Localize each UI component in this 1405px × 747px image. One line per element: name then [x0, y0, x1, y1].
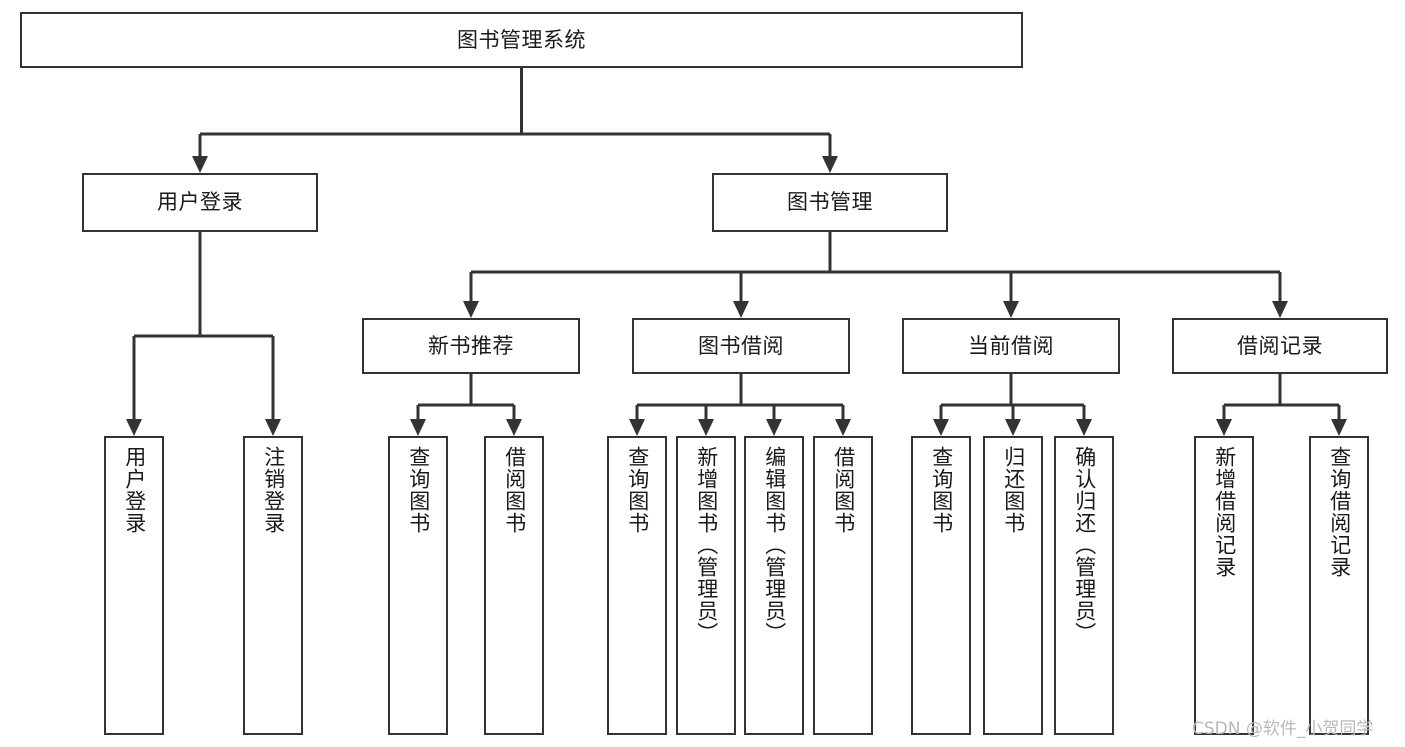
node-leaf_confirm_return[interactable]: 确认归还（管理员）: [1054, 436, 1114, 735]
node-user_login[interactable]: 用户登录: [82, 173, 318, 232]
node-leaf_borrow_book_1[interactable]: 借阅图书: [484, 436, 544, 735]
node-label: 借阅记录: [1237, 333, 1323, 358]
node-label: 归还图书: [1001, 446, 1026, 534]
node-label: 查询图书: [625, 446, 650, 534]
node-leaf_query_book_2[interactable]: 查询图书: [607, 436, 667, 735]
node-label: 图书借阅: [698, 333, 784, 358]
node-borrow_record[interactable]: 借阅记录: [1172, 318, 1388, 374]
node-label: 借阅图书: [831, 446, 856, 534]
node-label: 确认归还（管理员）: [1072, 446, 1097, 644]
node-leaf_query_record[interactable]: 查询借阅记录: [1309, 436, 1369, 735]
node-label: 用户登录: [122, 446, 147, 534]
node-label: 新增图书（管理员）: [694, 446, 719, 644]
node-label: 图书管理系统: [457, 27, 586, 52]
node-label: 借阅图书: [502, 446, 527, 534]
node-current_borrow[interactable]: 当前借阅: [902, 318, 1120, 374]
node-leaf_edit_book[interactable]: 编辑图书（管理员）: [744, 436, 804, 735]
node-label: 图书管理: [787, 190, 873, 215]
node-leaf_add_book[interactable]: 新增图书（管理员）: [676, 436, 736, 735]
node-label: 当前借阅: [968, 333, 1054, 358]
node-root[interactable]: 图书管理系统: [20, 12, 1023, 68]
node-leaf_user_login[interactable]: 用户登录: [104, 436, 164, 735]
node-leaf_borrow_book_2[interactable]: 借阅图书: [813, 436, 873, 735]
watermark-label: CSDN @软件_小贺同学: [1192, 719, 1374, 739]
node-label: 查询借阅记录: [1327, 446, 1352, 578]
node-label: 查询图书: [929, 446, 954, 534]
node-label: 查询图书: [406, 446, 431, 534]
node-label: 注销登录: [261, 446, 286, 534]
node-label: 用户登录: [157, 190, 243, 215]
node-label: 编辑图书（管理员）: [762, 446, 787, 644]
node-leaf_return_book[interactable]: 归还图书: [983, 436, 1043, 735]
node-leaf_query_book_1[interactable]: 查询图书: [388, 436, 448, 735]
node-leaf_add_record[interactable]: 新增借阅记录: [1194, 436, 1254, 735]
node-leaf_logout[interactable]: 注销登录: [243, 436, 303, 735]
node-label: 新书推荐: [428, 333, 514, 358]
node-leaf_query_book_3[interactable]: 查询图书: [911, 436, 971, 735]
node-book_borrow[interactable]: 图书借阅: [632, 318, 850, 374]
node-label: 新增借阅记录: [1212, 446, 1237, 578]
node-book_manage[interactable]: 图书管理: [712, 173, 948, 232]
node-new_book_rec[interactable]: 新书推荐: [362, 318, 580, 374]
